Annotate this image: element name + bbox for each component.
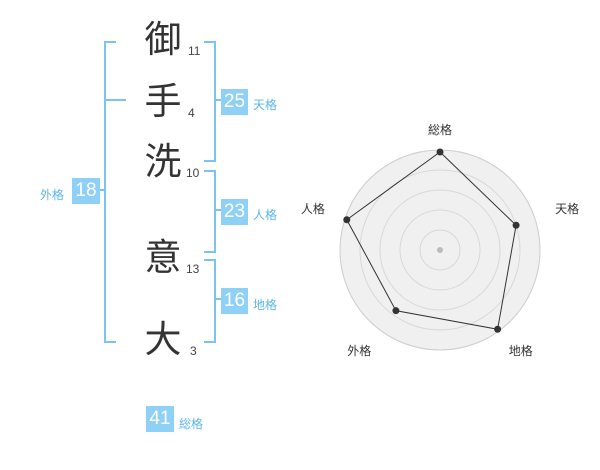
stroke-count-4: 13 — [186, 262, 200, 276]
radar-axis-label-1: 総格 — [428, 122, 452, 137]
radar-point-5 — [343, 216, 351, 224]
name-char-3: 洗 — [144, 140, 182, 183]
gaikaku-bracket-stub — [96, 189, 106, 191]
jinkaku-bracket — [204, 170, 216, 253]
chikaku-value-badge: 16 — [221, 288, 248, 314]
gaikaku-bracket-tick — [106, 99, 126, 101]
chikaku-label: 地格 — [253, 298, 278, 312]
name-char-4: 意 — [144, 236, 182, 279]
chikaku-bracket-stub — [214, 298, 222, 300]
radar-axis-label-3: 地格 — [509, 343, 533, 358]
tenkaku-bracket-stub — [214, 99, 222, 101]
radar-ring — [419, 229, 461, 271]
gaikaku-label: 外格 — [40, 188, 65, 202]
chikaku-bracket — [204, 259, 216, 343]
stroke-count-2: 4 — [188, 106, 195, 120]
name-char-1: 御 — [144, 18, 182, 61]
radar-center — [437, 247, 443, 253]
soukaku-label: 総格 — [179, 417, 204, 431]
radar-point-4 — [392, 307, 400, 315]
name-char-2: 手 — [144, 80, 182, 123]
radar-point-3 — [494, 325, 502, 333]
radar-axis-label-4: 外格 — [347, 343, 371, 358]
tenkaku-label: 天格 — [253, 98, 278, 112]
soukaku-value-badge: 41 — [146, 406, 174, 432]
radar-ring — [379, 189, 501, 311]
stroke-count-1: 11 — [188, 44, 201, 58]
gaikaku-value-badge: 18 — [72, 178, 100, 204]
radar-series-line — [346, 151, 517, 330]
jinkaku-value-badge: 23 — [221, 199, 248, 225]
jinkaku-label: 人格 — [253, 208, 278, 222]
radar-point-2 — [512, 221, 520, 229]
stroke-count-5: 3 — [190, 344, 197, 358]
radar-ring — [399, 209, 481, 291]
radar-point-1 — [436, 148, 444, 156]
radar-axis-label-5: 人格 — [301, 201, 325, 216]
stroke-count-3: 10 — [186, 166, 200, 180]
gaikaku-bracket — [104, 41, 116, 343]
name-char-5: 大 — [144, 318, 182, 361]
tenkaku-bracket — [204, 41, 216, 162]
tenkaku-value-badge: 25 — [221, 89, 248, 115]
jinkaku-bracket-stub — [214, 209, 222, 211]
radar-ring — [359, 169, 521, 331]
radar-axis-label-2: 天格 — [555, 201, 579, 216]
